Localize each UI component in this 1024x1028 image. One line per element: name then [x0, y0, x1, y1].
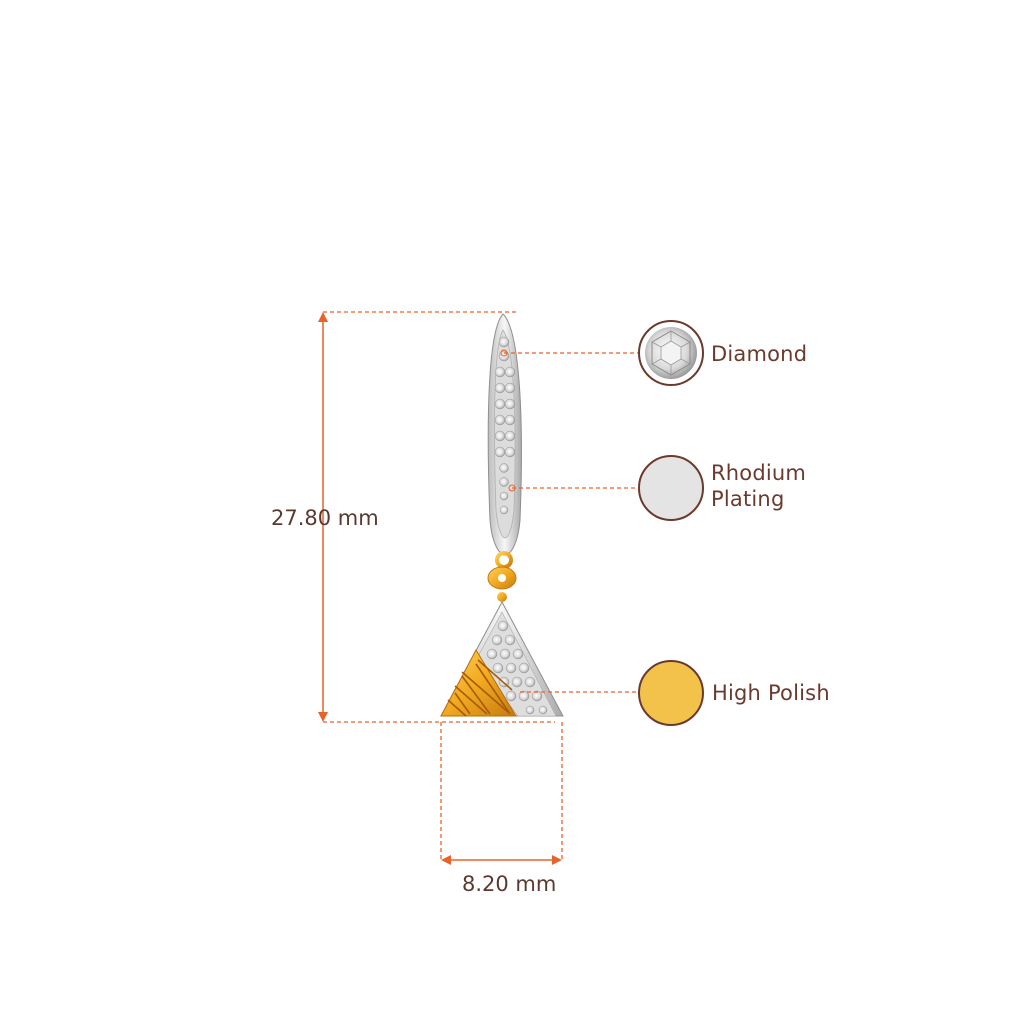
gold-crosshatch-texture	[447, 659, 513, 717]
rhodium-leader-dot	[508, 484, 516, 492]
diamond-leader-dot	[500, 349, 508, 357]
rhodium-swatch	[638, 455, 704, 521]
height-dimension-label: 27.80 mm	[271, 506, 379, 530]
width-arrow-right-icon	[552, 855, 562, 865]
pendant-diamonds	[486, 620, 548, 715]
earring-image	[440, 313, 564, 717]
high-polish-swatch	[638, 660, 704, 726]
high-polish-label: High Polish	[712, 681, 830, 705]
bail-bead	[497, 592, 507, 602]
jump-ring-hole	[498, 574, 506, 582]
rhodium-label-line2: Plating	[711, 487, 785, 511]
callout-leaders	[500, 349, 638, 693]
width-dimension-label: 8.20 mm	[462, 872, 557, 896]
height-arrow-bottom-icon	[318, 712, 328, 722]
rhodium-label-line1: Rhodium	[711, 461, 807, 485]
diamond-swatch	[638, 320, 704, 386]
diamond-label: Diamond	[711, 342, 808, 366]
height-dimension	[318, 311, 555, 723]
width-dimension	[440, 722, 563, 865]
diamond-icon	[645, 327, 697, 379]
width-arrow-left-icon	[441, 855, 451, 865]
height-arrow-top-icon	[318, 312, 328, 322]
